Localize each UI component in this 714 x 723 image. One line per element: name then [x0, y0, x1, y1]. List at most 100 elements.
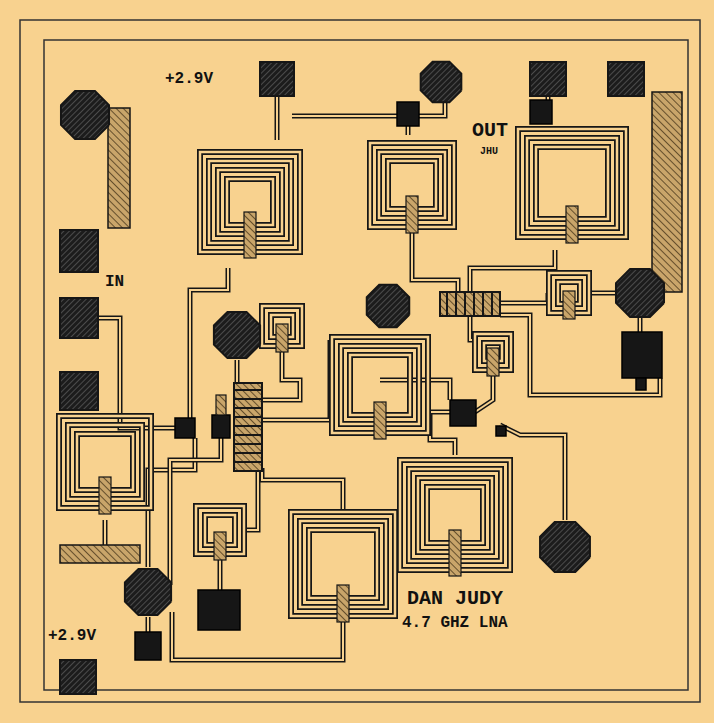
underpass-bar: [487, 348, 499, 376]
mim-capacitor: [125, 569, 171, 615]
port-label: IN: [103, 274, 126, 292]
via-block: [450, 400, 476, 426]
metal-trace: [262, 350, 300, 400]
metal-trace: [500, 293, 548, 303]
fet-transistor: [234, 383, 262, 471]
via-block: [212, 415, 230, 438]
metal-trace-inner: [104, 520, 106, 548]
fet-finger: [234, 407, 262, 409]
underpass-bar: [374, 402, 386, 439]
metal-trace: [235, 360, 240, 383]
metal-trace: [262, 340, 330, 420]
fet-finger: [234, 452, 262, 454]
metal-trace: [412, 232, 458, 292]
designer-label: DAN JUDY: [405, 588, 505, 610]
spiral-inductor: [332, 337, 428, 439]
metal-trace: [470, 250, 555, 292]
spiral-inductor: [518, 129, 626, 243]
underpass-bar: [244, 212, 256, 258]
trace-group: [98, 96, 660, 660]
bond-pad: [60, 230, 98, 272]
spiral-inductor: [549, 273, 589, 319]
via-block: [135, 632, 161, 660]
port-label: OUT: [470, 120, 510, 142]
metal-trace: [380, 380, 450, 400]
mim-capacitor: [61, 91, 109, 139]
spiral-inductor: [475, 334, 511, 376]
fet-finger: [491, 292, 493, 316]
via-block: [636, 378, 646, 390]
metal-trace-inner: [98, 318, 178, 428]
underpass-bar: [406, 196, 418, 233]
metal-trace-inner: [470, 250, 555, 292]
underpass-bar: [276, 324, 288, 352]
underpass-bar: [449, 530, 461, 576]
thin-film-resistor: [216, 395, 226, 415]
metal-trace-inner: [590, 292, 615, 294]
metal-trace-inner: [292, 102, 445, 116]
metal-trace-inner: [380, 380, 450, 400]
via-block: [496, 426, 506, 436]
spiral-inductor: [59, 416, 151, 514]
fet-finger: [464, 292, 466, 316]
spiral-inductor: [291, 512, 395, 622]
fet-finger: [234, 416, 262, 418]
fet-finger: [234, 461, 262, 463]
metal-trace: [98, 318, 178, 428]
fet-finger: [455, 292, 457, 316]
metal-trace: [638, 318, 643, 332]
underpass-bar: [99, 477, 111, 514]
metal-trace-inner: [236, 360, 238, 383]
spiral-inductor: [196, 506, 244, 560]
metal-trace: [275, 96, 280, 140]
metal-strip: [652, 92, 682, 292]
metal-trace-inner: [500, 293, 548, 303]
underpass-bar: [566, 206, 578, 243]
via-block: [198, 590, 240, 630]
metal-trace-inner: [262, 468, 343, 510]
metal-trace-inner: [262, 340, 330, 420]
metal-trace: [146, 617, 151, 632]
mim-capacitor: [421, 62, 462, 103]
bond-pad: [60, 660, 96, 694]
metal-trace-inner: [276, 96, 278, 140]
bond-pad: [530, 62, 566, 96]
metal-trace: [590, 291, 615, 296]
mim-capacitor: [367, 285, 409, 327]
metal-trace: [262, 468, 343, 510]
metal-trace-inner: [412, 232, 458, 292]
fet-transistor: [440, 292, 500, 316]
spiral-inductor: [400, 460, 510, 576]
fet-finger: [446, 292, 448, 316]
fet-finger: [473, 292, 475, 316]
metal-strip: [108, 108, 130, 228]
spiral-inductor: [200, 152, 300, 258]
bond-pad: [60, 372, 98, 410]
bond-pad: [60, 298, 98, 338]
underpass-bar: [214, 532, 226, 560]
metal-trace-inner: [475, 375, 493, 412]
fet-finger: [234, 398, 262, 400]
chip-frame: [20, 20, 700, 702]
fet-body: [440, 292, 500, 316]
underpass-bar: [337, 585, 349, 622]
metal-strip: [60, 545, 140, 563]
metal-trace: [475, 375, 493, 412]
via-block: [530, 100, 552, 124]
metal-trace: [292, 102, 445, 116]
metal-trace: [103, 520, 108, 548]
via-block: [622, 332, 662, 378]
bond-pad: [608, 62, 644, 96]
fet-body: [234, 383, 262, 471]
metal-trace-inner: [262, 350, 300, 400]
fet-finger: [234, 425, 262, 427]
fet-finger: [482, 292, 484, 316]
bond-pad: [260, 62, 294, 96]
mim-capacitor: [214, 312, 260, 358]
supply-label: +2.9V: [46, 628, 98, 646]
mim-capacitor: [540, 522, 590, 572]
supply-label: +2.9V: [163, 71, 215, 89]
via-block: [397, 102, 419, 126]
